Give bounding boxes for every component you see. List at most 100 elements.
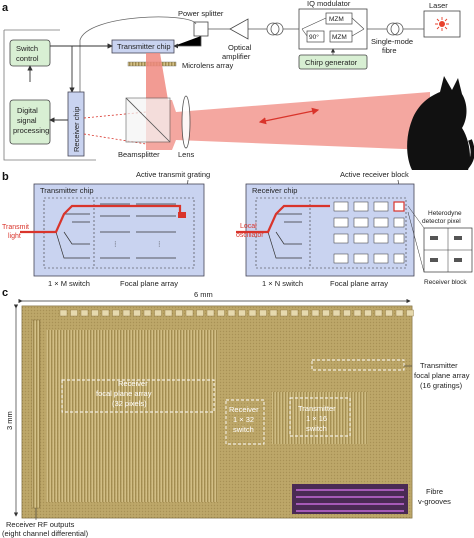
mzm-bottom-box xyxy=(329,30,353,43)
rx-chip-panel-label: Receiver chip xyxy=(252,186,297,195)
bond-pad xyxy=(269,309,278,317)
bond-pad xyxy=(70,309,78,317)
tx-fpa-region xyxy=(311,359,405,371)
bond-pad xyxy=(101,309,110,317)
bond-pad xyxy=(322,309,330,317)
lens-label: Lens xyxy=(178,150,195,159)
svg-text:⋮: ⋮ xyxy=(156,241,163,248)
panel-b: b Active transmit grating Active receive… xyxy=(2,170,473,288)
laser-box xyxy=(423,10,461,38)
rx-switch-label-1: Receiver xyxy=(229,405,259,414)
active-grating-marker xyxy=(178,212,186,218)
microlens-array-label: Microlens array xyxy=(182,61,234,70)
bond-pad xyxy=(301,309,309,317)
tx-chip-panel-label: Transmitter chip xyxy=(40,186,94,195)
cat-silhouette-icon xyxy=(407,76,474,170)
bond-pad xyxy=(196,309,204,317)
m-switch-label: 1 × M switch xyxy=(48,279,90,288)
panel-a: a IQ modulator MZM MZM 90° Laser Single-… xyxy=(2,0,474,170)
receiver-block-grid xyxy=(333,201,405,264)
transmit-light-label-1: Transmit xyxy=(2,224,29,231)
bond-pad xyxy=(364,309,372,317)
tx-fpa-label-3: (16 gratings) xyxy=(420,381,463,390)
rx-switch-region xyxy=(225,399,265,445)
active-receiver-block-label: Active receiver block xyxy=(340,170,409,179)
bond-pad xyxy=(290,309,299,317)
fibre-label-2: v-grooves xyxy=(418,497,451,506)
bond-pad xyxy=(248,309,257,317)
bond-pad xyxy=(343,309,351,317)
bond-pad xyxy=(332,309,341,317)
bond-pad xyxy=(311,309,320,317)
height-label: 3 mm xyxy=(5,411,14,430)
optical-amplifier-label-2: amplifier xyxy=(222,52,251,61)
panel-label-c: c xyxy=(2,287,8,299)
rx-fpa-label-1: Receiver xyxy=(118,379,148,388)
bond-pad xyxy=(122,309,131,317)
tx-switch-region xyxy=(272,392,368,444)
phase-shifter-label: 90° xyxy=(309,33,319,41)
transmitter-chip-label: Transmitter chip xyxy=(117,42,171,51)
tx-fpa-label-2: focal plane array xyxy=(414,371,470,380)
tx-switch-label-1: Transmitter xyxy=(298,404,336,413)
optical-amplifier-label-1: Optical xyxy=(228,43,252,52)
bond-pad xyxy=(91,309,99,317)
bond-pad xyxy=(112,309,120,317)
laser-icon xyxy=(435,17,449,31)
n-switch-label: 1 × N switch xyxy=(262,279,303,288)
bond-pad xyxy=(227,309,236,317)
power-splitter-label: Power splitter xyxy=(178,9,224,18)
power-splitter-box xyxy=(193,21,209,37)
amplifier-triangle-icon xyxy=(229,18,249,40)
width-label: 6 mm xyxy=(194,290,213,299)
single-mode-fibre-label-2: fibre xyxy=(382,46,397,55)
heterodyne-label-2: detector pixel xyxy=(422,218,461,225)
rx-fpa-label-2: focal plane array xyxy=(96,389,152,398)
bond-pad xyxy=(59,309,68,317)
mzm-top-label: MZM xyxy=(329,16,344,23)
bond-pad xyxy=(143,309,152,317)
bond-pad xyxy=(80,309,89,317)
bond-pad xyxy=(133,309,141,317)
dsp-label-3: processing xyxy=(13,126,49,135)
rx-fpa-region xyxy=(46,330,218,502)
transmit-beam xyxy=(146,53,168,100)
heterodyne-label-1: Heterodyne xyxy=(428,210,462,217)
fibre-vgroove-region xyxy=(292,484,408,514)
tx-switch-label-2: 1 × 16 xyxy=(306,414,327,423)
single-mode-fibre-label-1: Single-mode xyxy=(371,37,413,46)
bond-pad xyxy=(353,309,362,317)
laser-label: Laser xyxy=(429,1,448,10)
bond-pad xyxy=(280,309,288,317)
bond-pad xyxy=(238,309,246,317)
chirp-generator-label: Chirp generator xyxy=(305,58,358,67)
switch-control-label-1: Switch xyxy=(16,44,38,53)
phase-shifter-box xyxy=(306,30,325,43)
receiver-block-label: Receiver block xyxy=(424,279,467,286)
tx-chip-panel xyxy=(33,183,205,277)
bond-pad xyxy=(385,309,393,317)
panel-c: c 6 mm 3 mm Receiver focal plane array (… xyxy=(2,287,470,538)
switch-control-label-2: control xyxy=(16,54,39,63)
fibre-coil-icon xyxy=(367,22,424,36)
bond-pad xyxy=(185,309,194,317)
beamsplitter-label: Beamsplitter xyxy=(118,150,160,159)
bond-pad xyxy=(406,309,414,317)
mzm-top-box xyxy=(325,12,353,25)
mzm-bottom-label: MZM xyxy=(332,34,347,41)
bond-pad xyxy=(175,309,183,317)
svg-text:⋮: ⋮ xyxy=(112,241,119,248)
tx-fpa-label: Focal plane array xyxy=(120,279,178,288)
bond-pad xyxy=(164,309,173,317)
tx-fpa-label-1: Transmitter xyxy=(420,361,458,370)
lens-icon xyxy=(181,95,191,149)
active-transmit-grating-label: Active transmit grating xyxy=(136,170,210,179)
bond-pad xyxy=(206,309,215,317)
iq-modulator-label: IQ modulator xyxy=(307,0,351,8)
rx-fpa-label: Focal plane array xyxy=(330,279,388,288)
rf-output-column xyxy=(31,319,41,509)
pad-row-top xyxy=(59,309,414,317)
bond-pad xyxy=(259,309,267,317)
rf-outputs-label-2: (eight channel differential) xyxy=(2,529,89,538)
fibre-label-1: Fibre xyxy=(426,487,443,496)
